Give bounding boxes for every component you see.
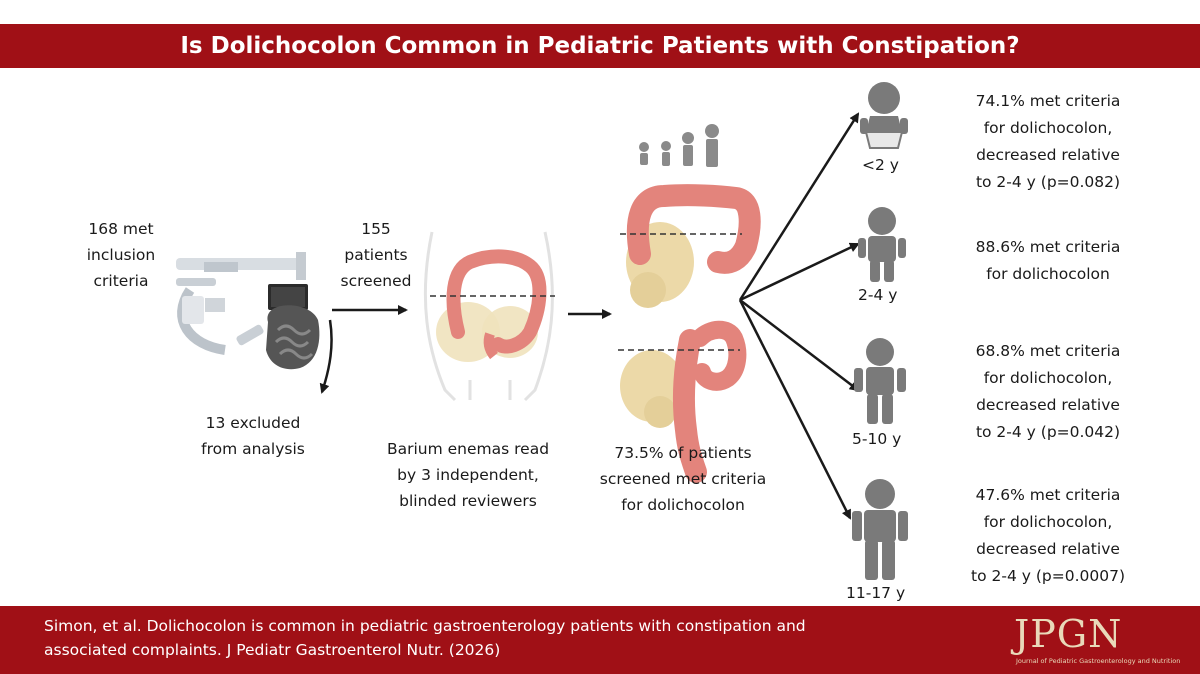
torso-colon-icon xyxy=(423,231,555,402)
arrow-to-11-17 xyxy=(738,299,852,520)
adolescent-figure-icon xyxy=(852,479,908,580)
journal-logo-subtitle: Journal of Pediatric Gastroenterology an… xyxy=(1016,657,1181,665)
arrow-to-under-2 xyxy=(738,112,860,301)
normal-colon-icon xyxy=(620,184,761,308)
result-under-2: 74.1% met criteria for dolichocolon, dec… xyxy=(975,92,1121,191)
screened-label: 155 patients screened xyxy=(340,220,412,290)
intestine-gray-icon xyxy=(266,305,320,370)
family-figures-icon xyxy=(639,124,719,167)
dolichocolon-icon xyxy=(618,320,747,483)
arrow-to-2-4 xyxy=(739,242,860,302)
inclusion-label: 168 met inclusion criteria xyxy=(86,220,156,290)
excluded-label: 13 excluded from analysis xyxy=(201,414,305,458)
result-11-17: 47.6% met criteria for dolichocolon, dec… xyxy=(971,486,1125,585)
journal-logo: JPGN xyxy=(1014,612,1123,656)
age-label-11-17: 11-17 y xyxy=(846,584,906,602)
overall-result-label: 73.5% of patients screened met criteria … xyxy=(599,444,767,514)
title-banner: Is Dolichocolon Common in Pediatric Pati… xyxy=(0,24,1200,68)
age-label-2-4: 2-4 y xyxy=(858,286,898,304)
arrow-to-excluded xyxy=(319,319,333,394)
page-title: Is Dolichocolon Common in Pediatric Pati… xyxy=(180,33,1020,59)
result-5-10: 68.8% met criteria for dolichocolon, dec… xyxy=(975,342,1121,441)
citation: Simon, et al. Dolichocolon is common in … xyxy=(44,617,806,659)
infant-figure-icon xyxy=(860,82,908,149)
arrow-to-5-10 xyxy=(739,299,860,392)
child-figure-icon xyxy=(854,338,906,424)
age-label-under-2: <2 y xyxy=(862,156,899,174)
result-2-4: 88.6% met criteria for dolichocolon xyxy=(975,238,1121,283)
footer-banner xyxy=(0,606,1200,674)
reviewers-label: Barium enemas read by 3 independent, bli… xyxy=(386,440,550,510)
toddler-figure-icon xyxy=(858,207,906,282)
age-label-5-10: 5-10 y xyxy=(852,430,902,448)
fluoroscopy-machine-icon xyxy=(176,252,308,355)
